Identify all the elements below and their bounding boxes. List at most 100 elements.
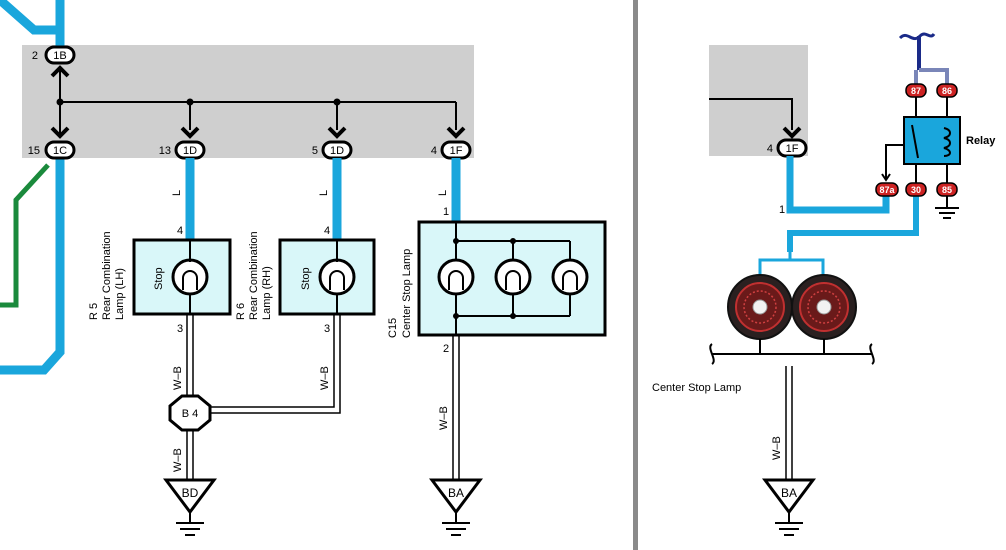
ground-triangle [762,478,816,515]
relay-body [903,116,961,165]
ground-label: BD [182,486,199,500]
arrow-down-icon [180,126,200,139]
lamp-ref: C15 [387,318,399,338]
bulb-icon [437,258,475,296]
connector-label: 1D [330,145,344,157]
relay-pin-label: 86 [942,86,952,96]
wire-wb-group [186,314,460,480]
lamp-name-line2: Lamp (RH) [261,266,273,320]
wire-color-label: L [318,190,330,196]
wire-color-label: W–B [438,406,450,430]
round-lamp-left [727,274,793,340]
ground-triangle [163,478,217,515]
bus-end-cap [869,343,875,365]
node-dot [510,313,516,319]
lamp-lens-ring [743,290,777,324]
lamp-center [816,299,832,315]
wire-blue-top-left [0,0,60,35]
arrow-down-icon [50,126,70,139]
connector-1B-pin: 2 [32,50,38,62]
node-dot [453,313,459,319]
connector-1C [44,140,76,160]
relay-label: Relay [966,135,996,147]
arrow-down-icon [327,126,347,139]
lamp-r5: Stop 4 3 R 5 Rear Combination Lamp (LH) [88,225,232,335]
relay-switch [911,124,919,159]
lamp-pin-out: 2 [443,343,449,355]
bus-junction-dot [56,98,64,106]
junction-label: B 4 [182,408,199,420]
filament-icon [448,270,464,290]
relay-supply-wire [919,68,949,84]
ground-label: BA [781,486,797,500]
arrow-up-icon [50,65,70,78]
wire-color-label: L [171,190,183,196]
wire-blue [786,156,890,214]
relay-pin-label: 87 [911,86,921,96]
lamp-pin-in: 4 [324,225,330,237]
bulb-icon [551,258,589,296]
wire-pin: 1 [779,204,785,216]
relay-lead [885,144,904,180]
wire-color-label: L [437,190,449,196]
ground-triangle [429,478,483,515]
wire-color-label: W–B [319,366,331,390]
wire-color-label: W–B [172,366,184,390]
lamp-label: Stop [300,267,312,290]
lamp-c15: 1 2 C15 Center Stop Lamp [387,206,607,355]
relay-pin-87a [875,182,899,197]
connector-pin: 4 [431,145,437,157]
lamp-name: Center Stop Lamp [401,249,413,338]
arrow-down-icon [782,126,802,139]
connector-1C-group: 1C 15 [28,126,76,160]
lamp-name-line1: Rear Combination [248,231,260,320]
lamp-label: Stop [153,267,165,290]
lamp-ref: R 5 [88,303,100,320]
relay-pin-label: 87a [879,185,895,195]
ground-bus [709,339,875,365]
connector-label: 1F [786,143,799,155]
lamp-pin-in: 4 [177,225,183,237]
connector-pin: 15 [28,145,40,157]
wire-green [0,163,50,308]
arrow-down-icon [446,126,466,139]
relay-pin-label: 30 [911,185,921,195]
right-diagram: 1F 4 1 87 86 Relay 87a 30 [652,32,996,536]
ground-label: BA [448,486,464,500]
connector-label: 1F [450,145,463,157]
bulb-icon [494,258,532,296]
relay-pin-label: 85 [942,185,952,195]
lamp-name-line2: Lamp (LH) [114,268,126,320]
connector-1D-lh-group: 1D 13 [159,126,206,160]
wire-color-label: W–B [172,448,184,472]
lamp-pin-out: 3 [324,323,330,335]
connector-label: 1C [53,145,67,157]
lamp-r6: Stop 4 3 R 6 Rear Combination Lamp (RH) [235,225,376,335]
lamp-name-line1: Rear Combination [101,231,113,320]
divider [633,0,638,550]
ground-ba-left: BA [429,478,483,536]
lamp-label: Center Stop Lamp [652,382,741,394]
relay-pin-30 [905,182,927,197]
bus-end-cap [709,343,715,365]
node-dot [510,238,516,244]
left-diagram: 1B 2 1C 15 1D 13 1D 5 1F 4 [0,0,607,536]
lamp-lens-ring [807,290,841,324]
connector-pin: 4 [767,143,773,155]
lamp-ref: R 6 [235,303,247,320]
wire-wb [208,314,341,414]
connector-pin: 5 [312,145,318,157]
connector-pin: 13 [159,145,171,157]
filament-icon [329,270,345,290]
relay-coil-icon [943,127,951,157]
arrow-down-icon [881,173,891,182]
round-lamp-right [791,274,857,340]
ground-bd: BD [163,478,217,536]
lamp-pin-out: 3 [177,323,183,335]
connector-label: 1D [183,145,197,157]
wire-color-label: W–B [771,436,783,460]
connector-1B-label: 1B [53,50,66,62]
wire-blue [787,195,919,252]
wire-blue-thin [758,258,825,275]
